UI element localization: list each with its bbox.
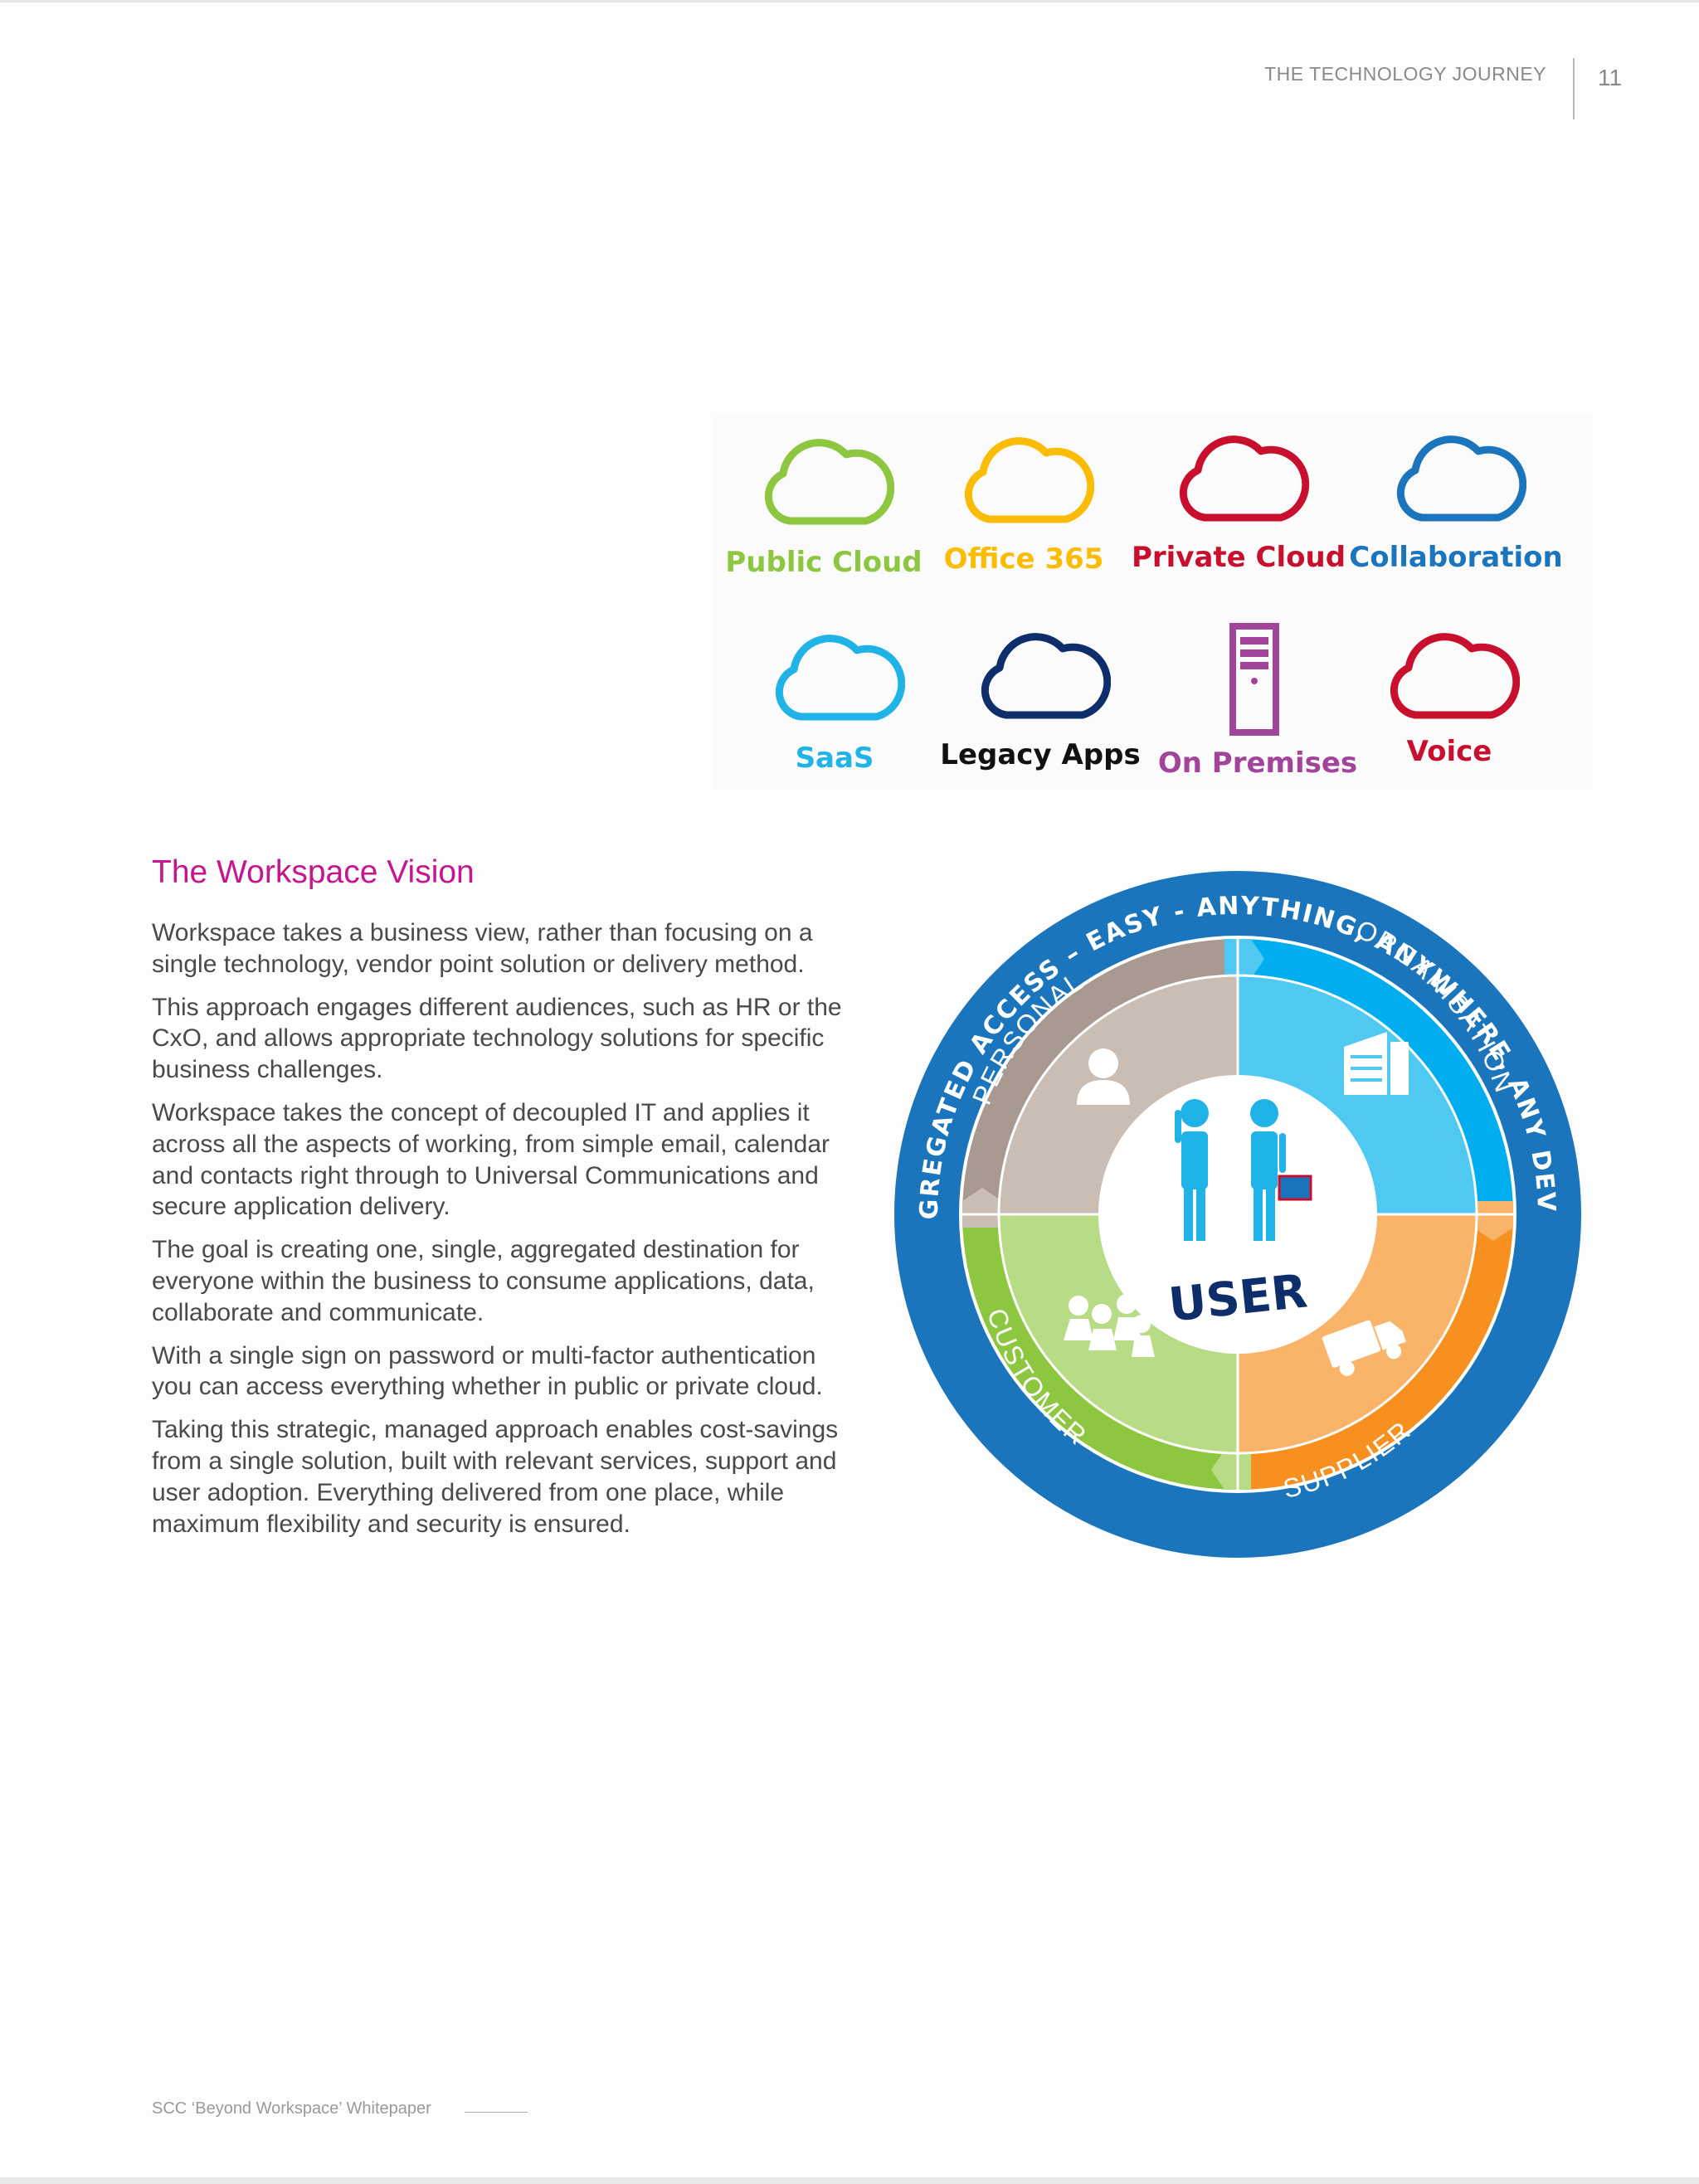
workspace-diagram: AGGREGATED ACCESS – EASY - ANYTHING, ANY… [889,866,1581,1558]
service-label: On Premises [1157,747,1358,780]
service-on-premises: On Premises [1150,622,1366,780]
service-label: Public Cloud [725,546,923,579]
user-figures-icon [1175,1099,1286,1241]
paragraph: With a single sign on password or multi-… [152,1341,823,1401]
paragraph: The goal is creating one, single, aggreg… [152,1236,815,1326]
service-label: Private Cloud [1131,541,1346,574]
paragraph: Taking this strategic, managed approach … [152,1416,839,1538]
cloud-icon-shape [1179,435,1309,522]
services-panel [713,415,1593,788]
building-icon [1344,1032,1409,1095]
server-body [1229,623,1279,736]
service-label: Voice [1406,735,1492,768]
service-legacy-apps: Legacy Apps [932,617,1148,771]
arrow-notch [1211,1450,1251,1490]
server-slot [1240,649,1268,657]
tablet-icon [1278,1175,1312,1201]
footer-label: SCC ‘Beyond Workspace’ Whitepaper [152,2099,431,2118]
service-private-cloud: Private Cloud [1131,420,1346,574]
cloud-icon [1396,435,1526,522]
service-collaboration: Collaboration [1348,420,1564,574]
service-voice: Voice [1341,617,1557,768]
arrow-notch [1473,1201,1513,1241]
cloud-icon-shape [1396,435,1526,522]
page-border-top [0,0,1699,2]
cloud-icon [981,633,1111,719]
service-public-cloud: Public Cloud [716,423,932,579]
server-slot [1240,637,1268,644]
header-divider [1573,58,1575,119]
service-label: Legacy Apps [940,738,1141,771]
cloud-icon [775,635,905,721]
article-body: Workspace takes a business view, rather … [152,917,849,1551]
service-label: SaaS [795,742,874,775]
paragraph: Workspace takes a business view, rather … [152,919,813,978]
footer-rule [465,2112,528,2113]
truck-icon [1322,1320,1406,1376]
service-label: Collaboration [1349,541,1563,574]
cloud-icon [764,439,894,525]
cloud-icon [964,437,1094,523]
group-icon [1064,1294,1155,1357]
paragraph: This approach engages different audience… [152,993,842,1084]
user-center [1098,1075,1377,1354]
cloud-icon [1390,633,1520,719]
arrow-notch [1224,939,1264,979]
service-saas: SaaS [727,619,942,775]
cloud-icon [1179,435,1309,522]
paragraph: Workspace takes the concept of decoupled… [152,1098,830,1221]
server-light [1251,678,1258,684]
service-label: Office 365 [943,542,1104,576]
section-title: The Workspace Vision [152,854,475,890]
server-slot [1240,662,1268,669]
server-icon [1229,623,1279,736]
section-header: THE TECHNOLOGY JOURNEY [1264,63,1546,85]
page-number: 11 [1598,65,1623,90]
arrow-notch [962,1188,1002,1228]
page-border-bottom [0,2177,1699,2184]
cloud-icon-shape [764,439,894,525]
cloud-icon-shape [964,437,1094,523]
cloud-icon-shape [1390,633,1520,719]
cloud-icon-shape [775,635,905,721]
service-office-365: Office 365 [916,421,1132,576]
person-icon [1077,1048,1130,1105]
cloud-icon-shape [981,633,1111,719]
